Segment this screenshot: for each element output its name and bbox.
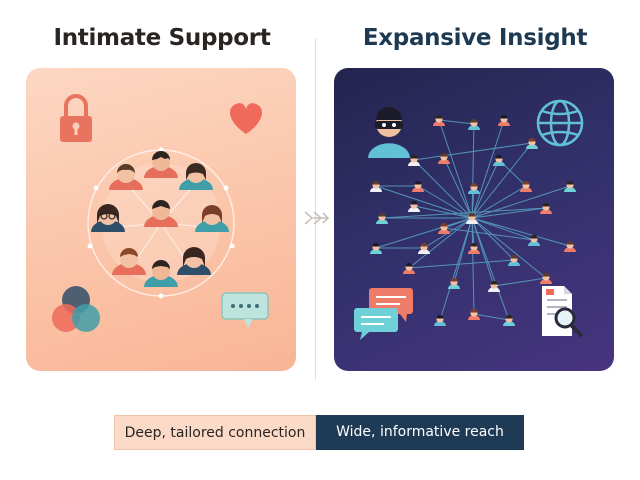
- network-person-node: [528, 234, 540, 246]
- network-person-node: [403, 262, 415, 274]
- chat-bubble-icon: [221, 292, 269, 328]
- chat-bubbles-icon: [354, 288, 413, 340]
- network-person-node: [408, 200, 420, 212]
- network-person-node: [408, 154, 420, 166]
- people-group-icon: [87, 147, 235, 299]
- network-person-node: [564, 180, 576, 192]
- network-person-node: [540, 202, 552, 214]
- network-person-node: [488, 280, 500, 292]
- intimate-support-panel: [26, 68, 296, 371]
- network-person-node: [448, 277, 460, 289]
- intimate-support-heading: Intimate Support: [53, 25, 271, 51]
- network-person-node: [526, 137, 538, 149]
- network-person-node: [438, 152, 450, 164]
- network-person-node: [493, 154, 505, 166]
- network-person-node: [498, 114, 510, 126]
- network-person-node: [468, 118, 480, 130]
- network-person-node: [434, 314, 446, 326]
- network-person-node: [370, 242, 382, 254]
- expansive-insight-heading: Expansive Insight: [362, 25, 588, 51]
- network-person-node: [540, 272, 552, 284]
- network-person-node: [508, 254, 520, 266]
- lock-icon: [60, 94, 92, 142]
- globe-icon: [536, 99, 584, 147]
- heart-icon: [230, 103, 262, 134]
- network-person-node: [564, 240, 576, 252]
- expansive-insight-panel: [334, 68, 614, 371]
- venn-icon: [52, 286, 100, 332]
- legend-deep-tailored-connection: Deep, tailored connection: [114, 415, 316, 450]
- network-person-node: [370, 180, 382, 192]
- network-icon: [370, 114, 576, 326]
- legend-wide-informative-reach: Wide, informative reach: [316, 415, 524, 450]
- network-person-node: [438, 222, 450, 234]
- network-person-node: [468, 242, 480, 254]
- network-person-node: [418, 242, 430, 254]
- masked-person-icon: [368, 107, 410, 158]
- center-divider: [315, 38, 316, 380]
- document-magnifier-icon: [542, 286, 584, 338]
- network-person-node: [466, 212, 478, 224]
- network-person-node: [503, 314, 515, 326]
- network-person-node: [376, 212, 388, 224]
- double-chevron-arrow-icon: [304, 211, 330, 225]
- network-person-node: [520, 180, 532, 192]
- network-person-node: [468, 308, 480, 320]
- network-person-node: [412, 180, 424, 192]
- network-person-node: [468, 182, 480, 194]
- network-person-node: [433, 114, 445, 126]
